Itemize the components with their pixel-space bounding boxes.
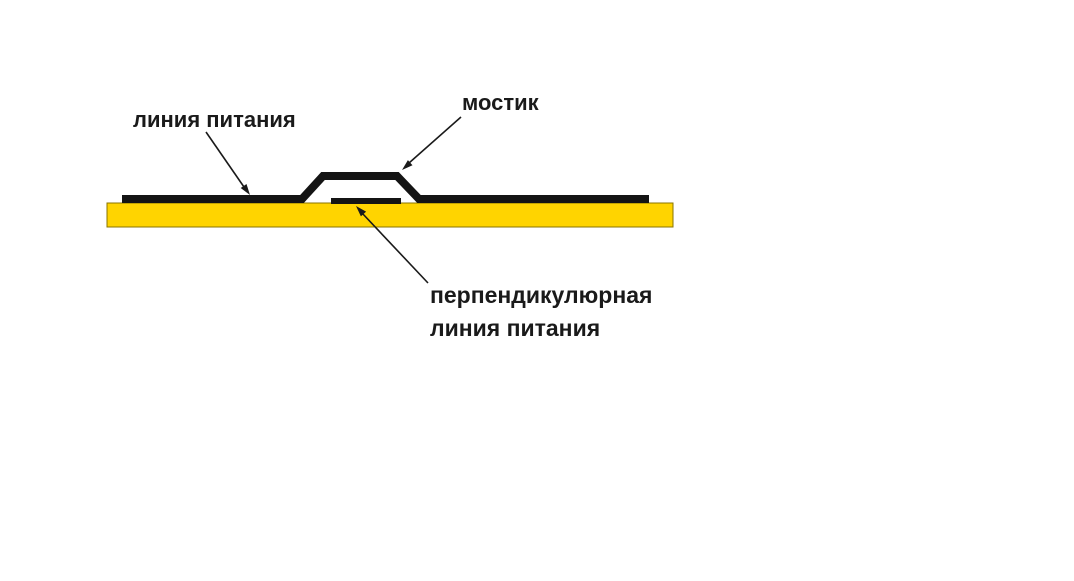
power-line-arrow-line	[205, 131, 245, 188]
bridge-label: мостик	[462, 90, 540, 115]
bridge-arrow	[402, 116, 462, 170]
power-line-arrow-head	[240, 184, 250, 195]
power-line-label: линия питания	[133, 107, 296, 132]
perpendicular-line-label-line1: перпендикулюрная	[430, 282, 652, 308]
perpendicular-line-arrow	[356, 206, 429, 284]
bridge-arrow-head	[402, 160, 413, 170]
perpendicular-line-label-line2: линия питания	[430, 315, 600, 341]
perpendicular-line-arrow-line	[361, 212, 429, 284]
power-line-conductor	[122, 172, 649, 203]
power-line-arrow	[205, 131, 250, 195]
perpendicular-line-arrow-head	[356, 206, 367, 217]
substrate-bar	[106, 202, 674, 228]
bridge-arrow-line	[408, 116, 462, 164]
